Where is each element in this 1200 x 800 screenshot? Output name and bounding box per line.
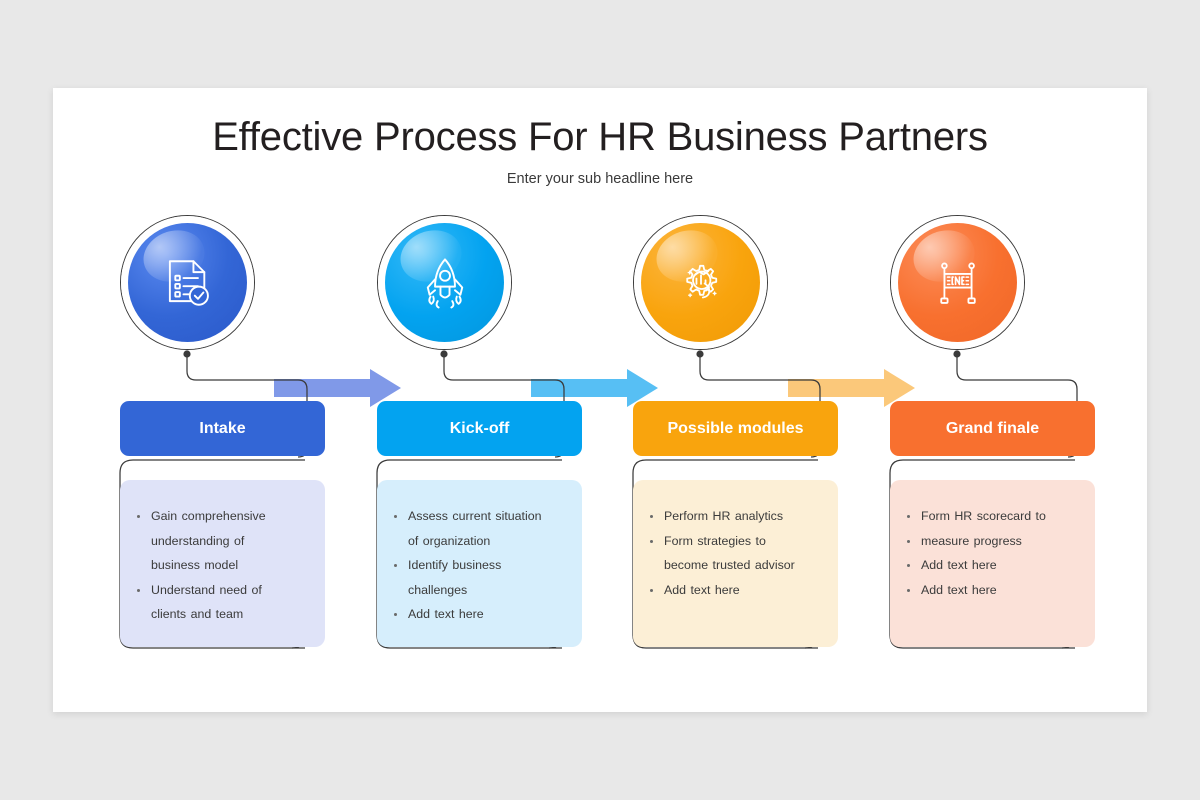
gear-analytics-growth-icon [685, 264, 717, 298]
bullet-list: Form HR scorecard to measure progress Ad… [902, 504, 1081, 602]
list-item: Identify business [389, 553, 568, 578]
list-item: Perform HR analytics [645, 504, 824, 529]
stage-title-possible-modules[interactable]: Possible modules [633, 401, 838, 456]
circle-icon-grand-finale[interactable] [898, 223, 1017, 342]
document-checklist-icon [168, 259, 209, 306]
end-banner-icon [939, 262, 976, 304]
list-item: Understand need of [132, 578, 311, 603]
circle-ring-possible-modules [633, 215, 768, 350]
circle-icon-kick-off[interactable] [385, 223, 504, 342]
stage-kick-off[interactable]: Kick-off Assess current situation of org… [357, 88, 614, 712]
arrow-modules-to-finale [788, 369, 915, 407]
stage-title-label: Kick-off [449, 419, 510, 437]
stage-title-label: Intake [199, 419, 246, 437]
list-item: clients and team [151, 607, 244, 621]
page-title: Effective Process For HR Business Partne… [212, 115, 988, 159]
circle-ring-kick-off [377, 215, 512, 350]
list-item: Gain comprehensive [132, 504, 311, 529]
list-item: Add text here [902, 553, 1081, 578]
list-item: of organization [408, 533, 491, 548]
stage-body-possible-modules: Perform HR analytics Form strategies to … [633, 480, 838, 647]
stage-body-kick-off: Assess current situation of organization… [377, 480, 582, 647]
arrow-kickoff-to-modules [531, 369, 658, 407]
list-item: Assess current situation [389, 504, 568, 529]
stage-body-grand-finale: Form HR scorecard to measure progress Ad… [890, 480, 1095, 647]
stage-grand-finale[interactable]: Grand finale Form HR scorecard to measur… [870, 88, 1127, 712]
bullet-list: Assess current situation of organization… [389, 504, 568, 627]
rocket-icon [426, 257, 463, 308]
circle-ring-intake [120, 215, 255, 350]
stage-title-grand-finale[interactable]: Grand finale [890, 401, 1095, 456]
list-item: Add text here [389, 602, 568, 627]
list-item: become trusted advisor [664, 558, 795, 572]
page-subtitle: Enter your sub headline here [506, 171, 694, 187]
stage-intake[interactable]: Intake Gain comprehensive understanding … [100, 88, 357, 712]
circle-ring-grand-finale [890, 215, 1025, 350]
stage-body-intake: Gain comprehensive understanding of busi… [120, 480, 325, 647]
bullet-list: Perform HR analytics Form strategies to … [645, 504, 824, 602]
list-item: challenges [408, 582, 468, 597]
list-item: Add text here [645, 578, 824, 603]
list-item: Form strategies to [645, 529, 824, 554]
circle-icon-intake[interactable] [128, 223, 247, 342]
list-item: business model [151, 558, 239, 572]
stage-title-intake[interactable]: Intake [120, 401, 325, 456]
list-item: Form HR scorecard to [902, 504, 1081, 529]
list-item: understanding of [151, 533, 245, 548]
circle-icon-possible-modules[interactable] [641, 223, 760, 342]
list-item: Add text here [902, 578, 1081, 603]
slide-canvas: Effective Process For HR Business Partne… [53, 88, 1147, 712]
stage-title-label: Grand finale [945, 419, 1040, 437]
stage-title-label: Possible modules [667, 419, 804, 437]
bullet-list: Gain comprehensive understanding of busi… [132, 504, 311, 627]
list-item: measure progress [902, 529, 1081, 554]
stage-title-kick-off[interactable]: Kick-off [377, 401, 582, 456]
stage-possible-modules[interactable]: Possible modules Perform HR analytics Fo… [613, 88, 870, 712]
arrow-intake-to-kickoff [274, 369, 401, 407]
